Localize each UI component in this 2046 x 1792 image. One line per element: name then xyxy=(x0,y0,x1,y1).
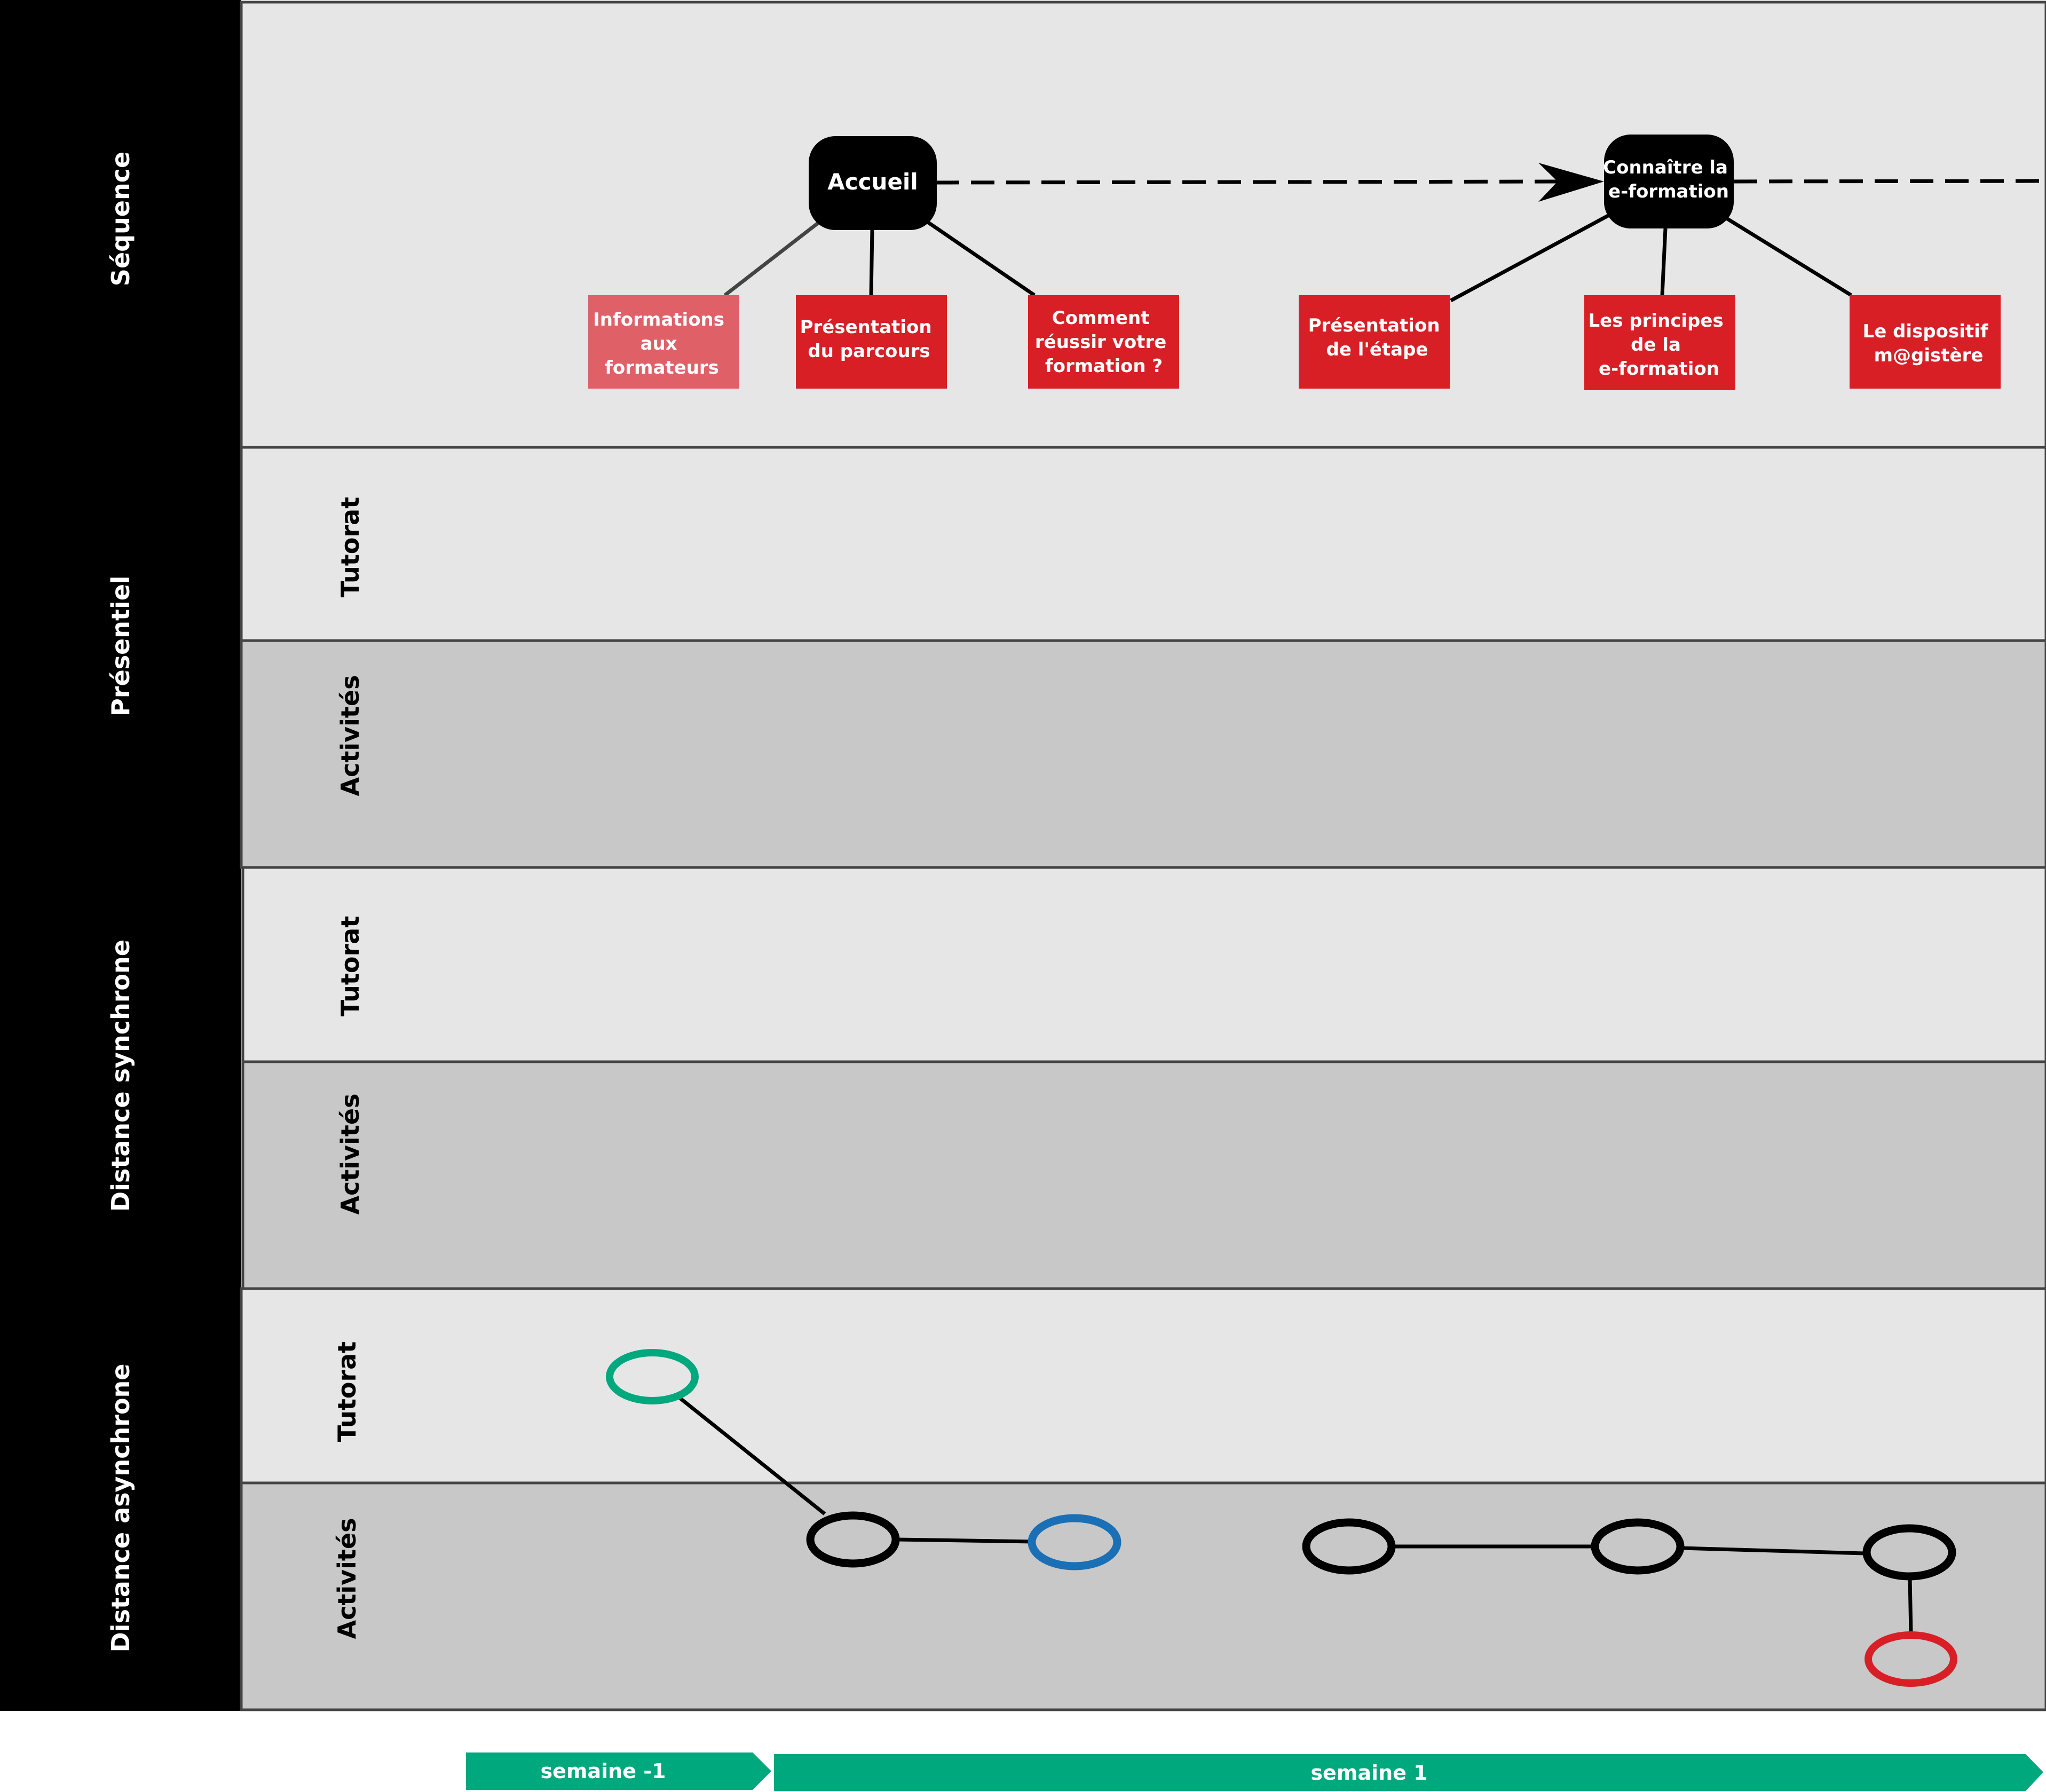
sublane-title-activites: Activités xyxy=(333,1518,361,1639)
activity-circle-1[interactable] xyxy=(806,1511,900,1568)
svg-text:Comment réussir votre: Comment réussir votre formation ? xyxy=(1035,307,1173,377)
timeline-week-minus-1-label: semaine -1 xyxy=(541,1759,666,1783)
sublane-title-tutorat: Tutorat xyxy=(336,497,365,597)
item-presentation-parcours[interactable]: Présentation du parcours xyxy=(796,295,947,389)
sublane-title-activites: Activités xyxy=(336,675,365,796)
item-principes-eformation[interactable]: Les principes de la e-formation xyxy=(1584,295,1735,390)
tutorat-circle-green[interactable] xyxy=(606,1349,699,1404)
sequence-node-accueil-label: Accueil xyxy=(827,169,918,195)
connector-connaitre-principes xyxy=(1660,228,1668,296)
sublane-title-tutorat: Tutorat xyxy=(336,916,365,1016)
band-presentiel-tutorat xyxy=(240,446,2046,642)
activity-circle-5[interactable] xyxy=(1862,1524,1956,1581)
connector-connaitre-dispositif xyxy=(1722,215,1852,297)
activity-circle-red[interactable] xyxy=(1865,1631,1957,1687)
lane-title-sequence: Séquence xyxy=(106,152,135,286)
sequence-node-accueil[interactable]: Accueil xyxy=(809,136,937,230)
arrow-activity1-to-blue xyxy=(896,1537,1033,1544)
svg-text:Informations aux f: Informations aux formateurs xyxy=(593,309,731,378)
svg-text:Le dispositif m@gistère: Le dispositif m@gistère xyxy=(1863,321,1995,366)
item-presentation-etape[interactable]: Présentation de l'étape xyxy=(1299,295,1450,389)
timeline-week-1: semaine 1 xyxy=(774,1754,2043,1791)
arrow-activity4-to-activity5 xyxy=(1681,1546,1865,1556)
activity-circle-blue[interactable] xyxy=(1028,1514,1121,1570)
sequence-node-connaitre[interactable]: Connaître la e-formation xyxy=(1603,135,1734,228)
item-informations-formateurs[interactable]: Informations aux formateurs xyxy=(588,295,739,389)
sequence-arrowhead xyxy=(1538,163,1604,202)
band-synchrone-tutorat xyxy=(241,866,2046,1063)
connector-accueil-comment xyxy=(923,218,1036,297)
timeline-week-1-label: semaine 1 xyxy=(1310,1761,1427,1785)
lane-title-presentiel: Présentiel xyxy=(106,575,135,716)
connector-accueil-presentation xyxy=(869,229,874,296)
connector-accueil-informations xyxy=(723,218,824,297)
arrow-activity5-to-red xyxy=(1908,1578,1913,1634)
timeline-week-minus-1: semaine -1 xyxy=(466,1752,771,1790)
activity-circle-3[interactable] xyxy=(1302,1518,1396,1575)
lane-title-distance-asynchrone: Distance asynchrone xyxy=(106,1364,135,1653)
item-comment-reussir[interactable]: Comment réussir votre formation ? xyxy=(1028,295,1179,389)
svg-text:Les principes de la: Les principes de la e-formation xyxy=(1588,310,1729,380)
sequence-dashed-connector xyxy=(935,179,1575,185)
lane-header-column xyxy=(0,0,241,1711)
sublane-title-activites: Activités xyxy=(336,1094,365,1215)
band-presentiel-activites xyxy=(240,639,2046,869)
activity-circle-4[interactable] xyxy=(1591,1518,1685,1575)
svg-text:Présentation du parcours: Présentation du parcours xyxy=(800,317,938,362)
band-asynchrone-activites xyxy=(240,1481,2046,1711)
connector-connaitre-etape xyxy=(1450,211,1613,303)
lane-title-distance-synchrone: Distance synchrone xyxy=(106,940,135,1212)
arrow-green-to-activity1 xyxy=(676,1395,826,1515)
svg-text:Présentation de l'étape: Présentation de l'étape xyxy=(1308,315,1447,360)
item-dispositif-magistere[interactable]: Le dispositif m@gistère xyxy=(1850,295,2001,389)
sequence-node-connaitre-label: Connaître la e-formation xyxy=(1603,157,1734,202)
band-synchrone-activites xyxy=(241,1060,2046,1290)
band-asynchrone-tutorat xyxy=(240,1287,2046,1485)
sublane-title-tutorat: Tutorat xyxy=(333,1341,361,1442)
